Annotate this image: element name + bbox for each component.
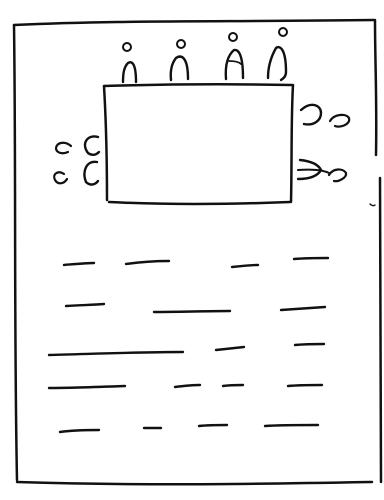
right-chair-upper: [301, 105, 349, 127]
table-bottom-edge: [109, 202, 290, 204]
top-chair-1: [123, 43, 136, 82]
paper-bottom-edge: [17, 482, 372, 484]
top-chair-4: [268, 28, 287, 80]
right-chair-lower: [298, 160, 346, 181]
small-edge-mark: [370, 204, 375, 206]
paper-right-edge-upper: [375, 20, 376, 155]
scribble-line-3: [49, 344, 324, 355]
top-chair-3: [226, 33, 243, 79]
paper-top-edge: [14, 20, 374, 25]
scribble-line-5: [60, 425, 318, 432]
paper-right-edge-lower: [380, 178, 381, 482]
table-left-edge: [104, 86, 107, 200]
left-chair-upper: [56, 136, 99, 154]
table-right-edge: [291, 85, 293, 202]
table-top-edge: [104, 84, 292, 86]
top-chair-2: [171, 40, 188, 80]
left-chair-lower: [54, 162, 98, 185]
scribble-line-1: [64, 258, 328, 267]
scribble-line-4: [49, 385, 322, 388]
scribble-line-2: [66, 304, 325, 312]
paper-left-edge: [14, 25, 17, 480]
